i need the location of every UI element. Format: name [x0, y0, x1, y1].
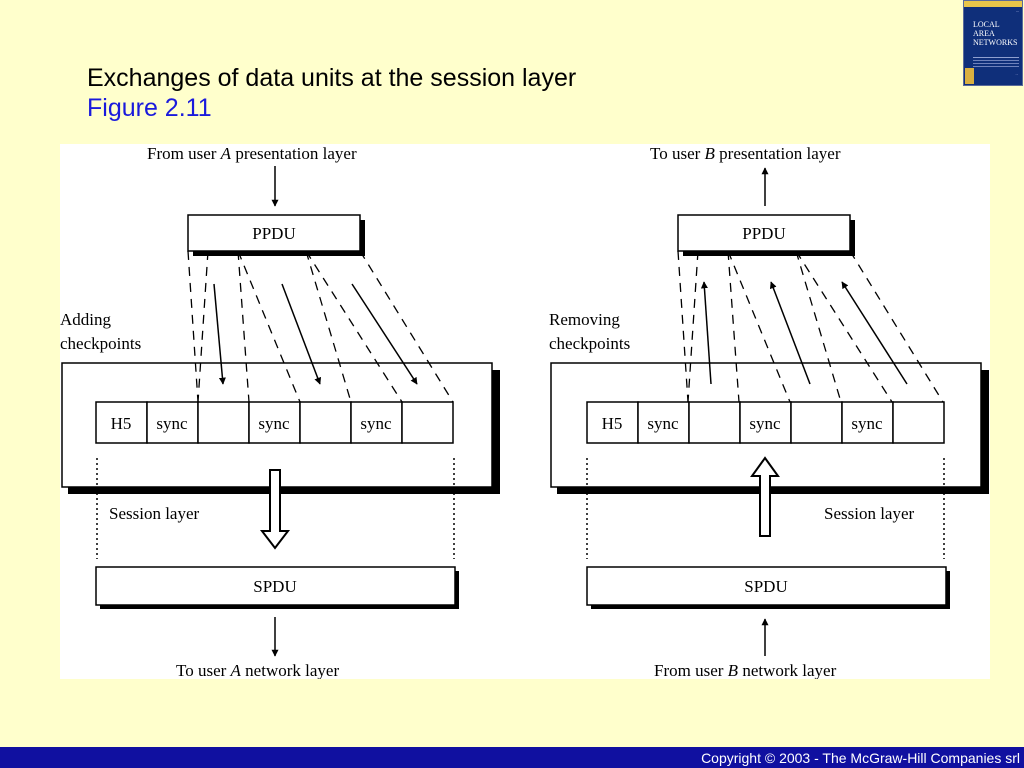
left-insert-arrow-3: [351, 283, 418, 385]
left-bottom-label: To user A network layer: [176, 661, 339, 679]
left-spdu-box: [95, 566, 456, 606]
right-cell-data-3: [892, 401, 945, 444]
svg-text:sync: sync: [258, 414, 290, 433]
left-cell-sync-1: [146, 401, 199, 444]
footer-bar: Copyright © 2003 - The McGraw-Hill Compa…: [0, 747, 1024, 768]
book-cover-title: LOCAL AREA NETWORKS: [973, 20, 1018, 47]
right-spdu-cells: H5 sync sync sync: [586, 401, 945, 444]
left-annotation-line1: Adding: [60, 310, 112, 329]
figure-caption: Figure 2.11: [87, 94, 212, 122]
right-remove-arrow-2: [769, 281, 811, 385]
left-annotation-line2: checkpoints: [60, 334, 141, 353]
right-spdu-label: SPDU: [744, 577, 787, 596]
slide-title: Exchanges of data units at the session l…: [87, 64, 577, 92]
right-remove-arrow-1: [700, 281, 712, 385]
book-cover-edition: ··: [1015, 72, 1018, 77]
right-cell-data-1: [688, 401, 741, 444]
left-cell-data-3: [401, 401, 454, 444]
book-cover-author: —: [1016, 9, 1019, 13]
right-cell-sync-3: [841, 401, 894, 444]
right-remove-arrow-3: [841, 281, 908, 385]
left-cell-sync-3: [350, 401, 403, 444]
right-ppdu-box: [677, 214, 851, 252]
svg-text:sync: sync: [647, 414, 679, 433]
left-session-layer-label: Session layer: [109, 504, 200, 523]
right-dashed-lines: [677, 250, 944, 403]
left-ppdu-box: [187, 214, 361, 252]
right-session-layer-label: Session layer: [824, 504, 915, 523]
left-cell-h5: [95, 401, 148, 444]
left-top-label: From user A presentation layer: [147, 144, 357, 163]
left-spdu-label: SPDU: [253, 577, 296, 596]
svg-text:H5: H5: [602, 414, 623, 433]
right-hollow-up-arrow: [750, 456, 780, 537]
left-cell-sync-2: [248, 401, 301, 444]
svg-text:sync: sync: [749, 414, 781, 433]
right-annotation-line2: checkpoints: [549, 334, 630, 353]
book-cover-stripe: [964, 1, 1022, 7]
left-cell-data-1: [197, 401, 250, 444]
right-cell-sync-1: [637, 401, 690, 444]
left-spdu-cells: H5 sync sync sync: [95, 401, 454, 444]
copyright-text: Copyright © 2003 - The McGraw-Hill Compa…: [701, 750, 1020, 766]
svg-text:sync: sync: [156, 414, 188, 433]
left-dashed-lines: [187, 250, 454, 403]
left-ppdu-label: PPDU: [252, 224, 295, 243]
right-annotation-line1: Removing: [549, 310, 620, 329]
svg-text:sync: sync: [851, 414, 883, 433]
book-cover-image: — LOCAL AREA NETWORKS ··: [963, 0, 1023, 86]
right-bottom-label: From user B network layer: [654, 661, 837, 679]
right-panel: To user B presentation layer PPDU Removi…: [549, 144, 989, 679]
right-spdu-box: [586, 566, 947, 606]
session-layer-diagram: From user A presentation layer PPDU Addi…: [60, 144, 990, 679]
right-ppdu-label: PPDU: [742, 224, 785, 243]
left-hollow-down-arrow: [259, 469, 291, 550]
left-insert-arrow-2: [281, 283, 322, 385]
book-cover-fine-print: [973, 57, 1019, 68]
right-cell-h5: [586, 401, 639, 444]
right-top-label: To user B presentation layer: [650, 144, 841, 163]
right-cell-data-2: [790, 401, 843, 444]
publisher-logo-icon: [965, 68, 974, 84]
left-insert-arrow-1: [213, 283, 226, 385]
left-cell-data-2: [299, 401, 352, 444]
right-cell-sync-2: [739, 401, 792, 444]
svg-text:sync: sync: [360, 414, 392, 433]
svg-text:H5: H5: [111, 414, 132, 433]
left-panel: From user A presentation layer PPDU Addi…: [60, 144, 500, 679]
